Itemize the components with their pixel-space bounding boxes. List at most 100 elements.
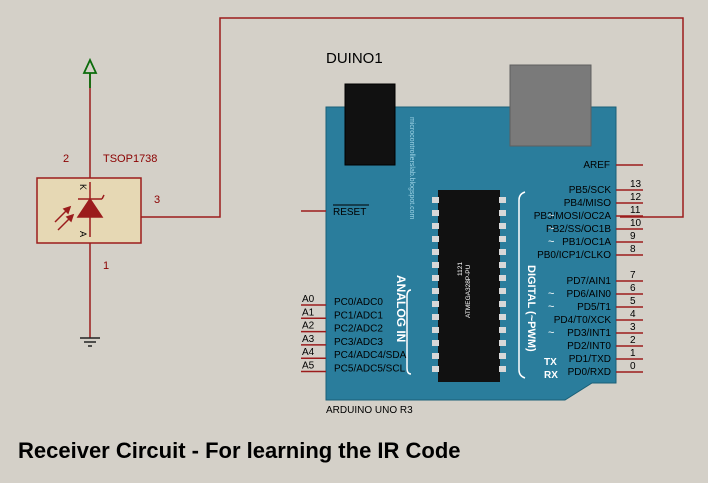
microcontroller-chip: [438, 190, 500, 382]
power-jack: [344, 83, 396, 166]
digital-pin-name: PD0/RXD: [568, 367, 611, 378]
analog-pin-name: PC2/ADC2: [334, 324, 383, 335]
analog-pin-ext-label: A3: [302, 334, 315, 345]
analog-pin-name: PC5/ADC5/SCL: [334, 364, 406, 375]
ground-symbol: [80, 333, 100, 347]
sensor-part-label: TSOP1738: [103, 153, 157, 165]
pwm-tilde-marker: ~: [548, 223, 554, 235]
chip-pin: [499, 275, 506, 281]
digital-pin-number: 0: [630, 361, 636, 372]
chip-pin: [432, 197, 439, 203]
digital-pin-name: PB3/MOSI/OC2A: [534, 211, 612, 222]
chip-pin: [432, 301, 439, 307]
digital-pin-number: 3: [630, 322, 636, 333]
chip-pin: [499, 197, 506, 203]
board-ref-label: DUINO1: [326, 50, 383, 67]
chip-pin: [432, 210, 439, 216]
digital-pwm-title: DIGITAL (~PWM): [525, 265, 537, 352]
chip-pin: [499, 366, 506, 372]
figure-caption: Receiver Circuit - For learning the IR C…: [18, 438, 461, 463]
usb-connector: [509, 64, 592, 147]
sensor-pin-3: 3: [154, 194, 160, 206]
digital-pin-name: PD2/INT0: [567, 341, 611, 352]
analog-pin-ext-label: A0: [302, 294, 315, 305]
chip-pin: [432, 288, 439, 294]
digital-pin-name: PB4/MISO: [564, 198, 611, 209]
chip-label: ATMEGA328P-PU: [465, 264, 472, 318]
chip-pin: [432, 314, 439, 320]
chip-pin: [499, 262, 506, 268]
analog-pin-ext-label: A4: [302, 347, 315, 358]
sensor-pin-1: 1: [103, 260, 109, 272]
digital-pin-number: 12: [630, 192, 642, 203]
chip-pin: [499, 340, 506, 346]
digital-pin-number: 6: [630, 283, 636, 294]
digital-pin-name: PB5/SCK: [569, 185, 612, 196]
analog-pin-name: PC3/ADC3: [334, 337, 383, 348]
chip-pin: [432, 236, 439, 242]
digital-pin-number: 11: [630, 205, 641, 216]
photodiode-icon: [54, 182, 105, 237]
tx-label: TX: [544, 357, 557, 368]
analog-in-title: ANALOG IN: [394, 275, 408, 342]
analog-pin-name: PC0/ADC0: [334, 297, 383, 308]
analog-pin-name: PC4/ADC4/SDA: [334, 350, 407, 361]
ir-receiver-component[interactable]: K A: [36, 177, 142, 244]
digital-pin-name: PB2/SS/OC1B: [546, 224, 611, 235]
digital-pin-name: PD7/AIN1: [567, 276, 612, 287]
analog-pin-ext-label: A5: [302, 361, 315, 372]
pwm-tilde-marker: ~: [548, 327, 554, 339]
digital-pin-number: 2: [630, 335, 636, 346]
analog-pin-ext-label: A1: [302, 307, 315, 318]
sensor-k-label: K: [78, 184, 88, 190]
digital-pin-number: 10: [630, 218, 642, 229]
aref-label: AREF: [583, 160, 610, 171]
reset-label: RESET: [333, 207, 366, 218]
digital-pin-number: 1: [630, 348, 636, 359]
analog-pin-ext-label: A2: [302, 321, 315, 332]
chip-pin: [432, 366, 439, 372]
digital-pin-name: PD1/TXD: [569, 354, 611, 365]
digital-pin-name: PB1/OC1A: [562, 237, 611, 248]
pwm-tilde-marker: ~: [548, 288, 554, 300]
digital-pin-name: PD5/T1: [577, 302, 611, 313]
chip-pin: [432, 275, 439, 281]
digital-pin-name: PD6/AIN0: [567, 289, 612, 300]
digital-pin-number: 7: [630, 270, 636, 281]
digital-pin-number: 5: [630, 296, 636, 307]
board-url-text: microcontrollerslab.blogspot.com: [408, 117, 415, 219]
chip-pin: [432, 327, 439, 333]
pwm-tilde-marker: ~: [548, 210, 554, 222]
chip-pin: [499, 236, 506, 242]
digital-pin-name: PD3/INT1: [567, 328, 611, 339]
chip-pin: [499, 210, 506, 216]
rx-label: RX: [544, 370, 558, 381]
chip-pin: [499, 314, 506, 320]
chip-pin: [432, 249, 439, 255]
chip-number: 1121: [457, 262, 464, 276]
chip-pin: [499, 249, 506, 255]
wire-sensor-out-to-d11: [141, 17, 684, 218]
pwm-tilde-marker: ~: [548, 236, 554, 248]
digital-pin-name: PD4/T0/XCK: [554, 315, 612, 326]
digital-pin-number: 4: [630, 309, 636, 320]
pwm-tilde-marker: ~: [548, 301, 554, 313]
chip-pin: [432, 340, 439, 346]
chip-pin: [499, 223, 506, 229]
digital-bracket: [518, 191, 526, 379]
analog-bracket: [406, 289, 412, 375]
chip-pin: [432, 223, 439, 229]
chip-pin: [432, 262, 439, 268]
power-terminal: [82, 57, 98, 88]
chip-pin: [499, 327, 506, 333]
digital-pin-number: 9: [630, 231, 636, 242]
arduino-board[interactable]: [325, 64, 617, 401]
chip-pin: [499, 301, 506, 307]
digital-pin-number: 13: [630, 179, 642, 190]
chip-pin: [499, 353, 506, 359]
chip-pin: [432, 353, 439, 359]
chip-pin: [499, 288, 506, 294]
digital-pin-name: PB0/ICP1/CLKO: [537, 250, 611, 261]
board-model-label: ARDUINO UNO R3: [326, 405, 413, 416]
sensor-pin-2: 2: [63, 153, 69, 165]
